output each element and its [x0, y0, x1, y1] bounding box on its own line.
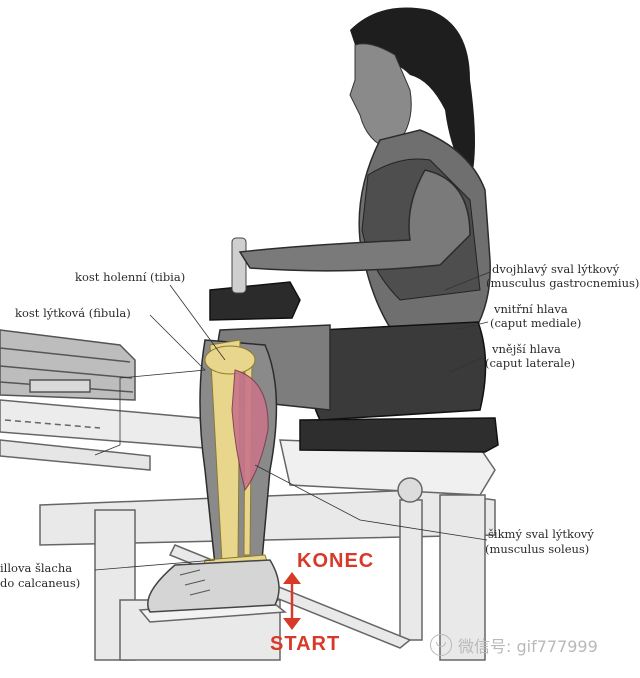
watermark-text: 微信号: gif777999	[458, 633, 598, 657]
weight-plates	[0, 330, 135, 400]
label-achilles-latin: do calcaneus)	[0, 576, 80, 590]
wechat-icon	[430, 634, 452, 656]
shorts	[310, 322, 486, 420]
label-medial-head-latin: (caput mediale)	[490, 316, 581, 330]
label-lateral-head-latin: (caput laterale)	[485, 356, 575, 370]
label-end-position: KONEC	[297, 550, 374, 573]
label-soleus: šikmý sval lýtkový	[488, 527, 594, 541]
label-gastrocnemius-latin: (musculus gastrocnemius)	[486, 276, 639, 290]
label-achilles: illova šlacha	[0, 561, 72, 575]
knee-pad	[210, 282, 300, 320]
label-fibula: kost lýtková (fibula)	[15, 306, 131, 320]
label-medial-head: vnitřní hlava	[494, 302, 568, 316]
machine-lever	[0, 400, 205, 470]
watermark: 微信号: gif777999	[430, 633, 598, 657]
label-tibia: kost holenní (tibia)	[75, 270, 185, 284]
knee-pad-handle	[232, 238, 246, 293]
arm	[240, 170, 470, 271]
seat-pad	[300, 418, 498, 452]
shoe	[148, 560, 279, 612]
label-lateral-head: vnější hlava	[492, 342, 561, 356]
label-gastrocnemius: dvojhlavý sval lýtkový	[492, 262, 619, 276]
label-soleus-latin: (musculus soleus)	[485, 542, 589, 556]
label-start-position: START	[270, 633, 340, 656]
